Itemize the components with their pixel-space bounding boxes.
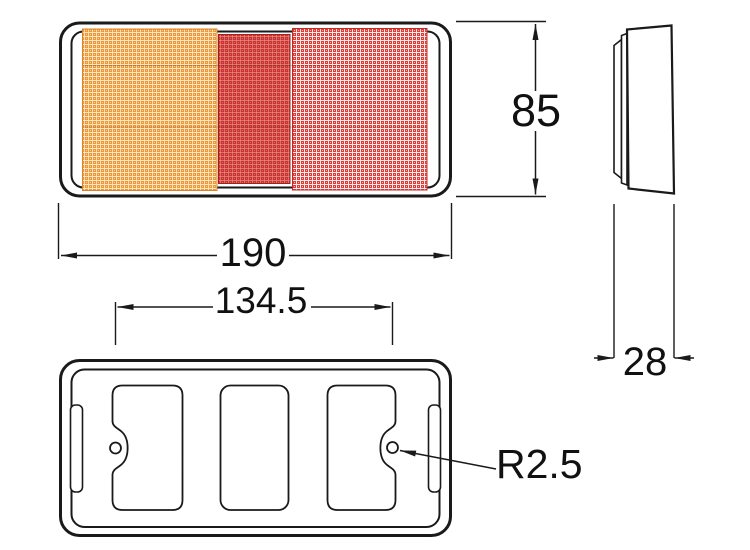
right-mounting-hole [386,441,399,454]
hole-radius-label: R2.5 [496,441,583,487]
dim-hole-spacing-label: 134.5 [215,280,308,321]
extension-lines [57,20,675,358]
amber-reflector-panel [82,28,218,191]
hole-radius-leader-line [399,449,497,470]
back-view [59,359,452,537]
reflector-seam-lines [83,65,427,128]
left-mounting-hole [109,441,122,455]
side-view-housing-body [625,24,676,195]
dim-depth-label: 28 [623,340,668,384]
dim-height-label: 85 [511,85,561,136]
dimension-labels: 190 85 134.5 28 R2.5 [215,85,668,487]
red-reflector-panel [292,28,428,191]
left-side-tab [69,404,84,493]
right-side-tab [427,404,442,493]
front-view [59,21,452,198]
dimension-lines [57,20,694,470]
dark-red-reflector-panel [218,34,291,184]
back-left-pocket [111,384,184,511]
dim-width-label: 190 [220,231,287,275]
back-middle-pocket [219,384,290,511]
side-view [613,24,676,195]
back-right-pocket [326,384,397,511]
side-view-lens-front-step [613,37,623,181]
